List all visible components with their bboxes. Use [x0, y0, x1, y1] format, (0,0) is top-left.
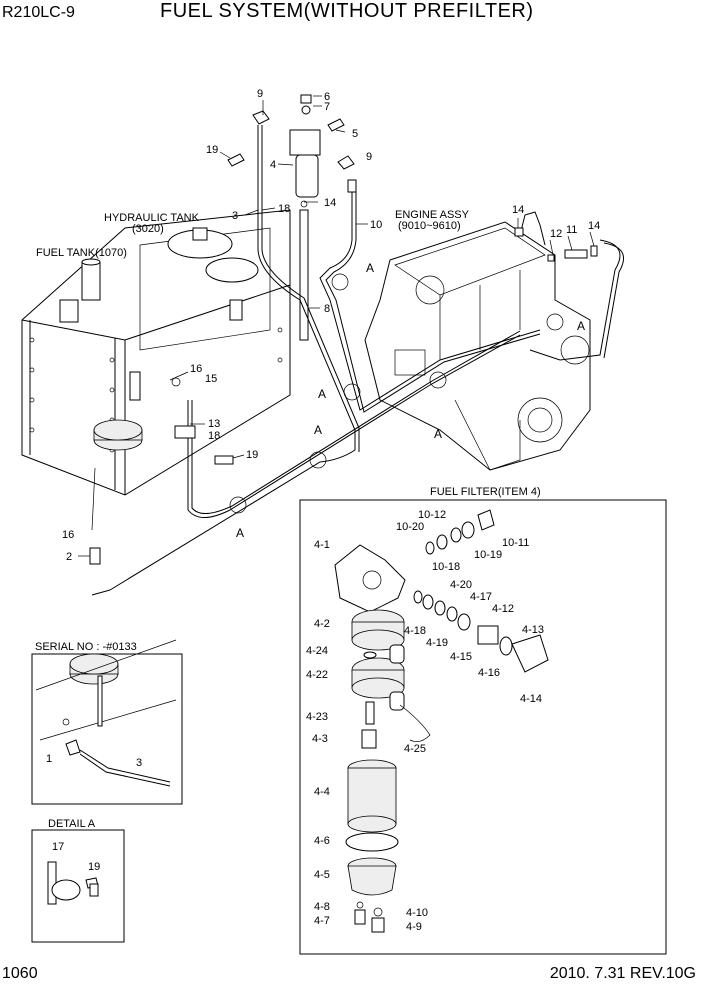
callout: 13 — [208, 418, 220, 430]
callout: 4-23 — [306, 711, 328, 723]
callout: 4-7 — [314, 915, 330, 927]
callout: 4-6 — [314, 835, 330, 847]
callout: 4-15 — [450, 651, 472, 663]
fuel-lines — [89, 125, 624, 596]
diagram-text: HYDRAULIC TANK (3020) FUEL TANK(1070) EN… — [35, 88, 600, 933]
callout: 4-9 — [406, 921, 422, 933]
callout: 16 — [62, 529, 74, 541]
label-engine-assy-no: (9010~9610) — [398, 220, 461, 232]
callout: 4-16 — [478, 667, 500, 679]
label-hydraulic-tank-no: (3020) — [132, 223, 164, 235]
callout: 4-22 — [306, 669, 328, 681]
fuel-tank — [21, 209, 291, 496]
callout: 4-13 — [522, 624, 544, 636]
callout: 10-20 — [396, 521, 424, 533]
callout: 10-12 — [418, 509, 446, 521]
ref-a: A — [318, 387, 326, 401]
label-engine-assy: ENGINE ASSY — [395, 209, 470, 221]
callout: 4-3 — [312, 733, 328, 745]
callout: 14 — [512, 204, 524, 216]
callout: 17 — [52, 841, 64, 853]
page-title: FUEL SYSTEM(WITHOUT PREFILTER) — [160, 0, 534, 22]
callout: 4-24 — [306, 645, 328, 657]
callout: 19 — [88, 861, 100, 873]
callout: 12 — [550, 228, 562, 240]
callout: 19 — [246, 449, 258, 461]
callout: 4-14 — [520, 693, 542, 705]
label-fuel-filter: FUEL FILTER(ITEM 4) — [430, 486, 541, 498]
engine-assy — [364, 221, 598, 471]
ref-a: A — [314, 423, 322, 437]
callout: 6 — [324, 91, 330, 103]
callout: 18 — [278, 203, 290, 215]
detail-a — [31, 829, 125, 943]
callout: 4-17 — [470, 591, 492, 603]
page-number: 1060 — [2, 965, 38, 982]
label-detail-a: DETAIL A — [48, 818, 96, 830]
label-serial-no: SERIAL NO : -#0133 — [35, 641, 137, 653]
callout: 1 — [46, 753, 52, 765]
callout: 4-1 — [314, 539, 330, 551]
leader-lines — [78, 95, 595, 557]
callout: 4-19 — [426, 637, 448, 649]
callout: 4 — [270, 159, 276, 171]
callout: 10-19 — [474, 549, 502, 561]
callout: 4-18 — [404, 625, 426, 637]
callout: 10-11 — [502, 537, 529, 549]
label-fuel-tank: FUEL TANK(1070) — [36, 247, 127, 259]
fuel-filter-detail — [299, 499, 667, 955]
callout: 11 — [566, 224, 577, 236]
callout: 2 — [66, 551, 72, 563]
callout: 4-8 — [314, 901, 330, 913]
ref-a: A — [434, 427, 442, 441]
callout: 14 — [588, 220, 600, 232]
callout: 15 — [205, 373, 217, 385]
model-label: R210LC-9 — [2, 4, 75, 21]
label-hydraulic-tank: HYDRAULIC TANK — [104, 212, 200, 224]
callout: 5 — [352, 128, 358, 140]
callout: 14 — [324, 197, 336, 209]
callout: 4-12 — [492, 603, 514, 615]
callout: 4-2 — [314, 618, 330, 630]
callout: 3 — [232, 210, 238, 222]
callout: 10 — [370, 219, 382, 231]
callout: 4-25 — [404, 743, 426, 755]
callout: 7 — [324, 101, 330, 113]
fuel-filter-main — [227, 94, 357, 341]
ref-a: A — [577, 319, 585, 333]
revision-date: 2010. 7.31 REV.10G — [549, 965, 696, 982]
callout: 16 — [190, 363, 202, 375]
callout: 4-10 — [406, 907, 428, 919]
ref-a: A — [366, 261, 374, 275]
callout: 4-4 — [314, 786, 330, 798]
callout: 18 — [208, 430, 220, 442]
callout: 3 — [136, 757, 142, 769]
callout: 4-20 — [450, 579, 472, 591]
callout: 8 — [324, 303, 330, 315]
ref-a: A — [236, 526, 244, 540]
serial-no-detail — [31, 639, 183, 805]
callout: 9 — [366, 151, 372, 163]
callout: 9 — [257, 88, 263, 100]
callout: 19 — [206, 144, 218, 156]
callout: 4-5 — [314, 869, 330, 881]
callout: 10-18 — [432, 561, 460, 573]
